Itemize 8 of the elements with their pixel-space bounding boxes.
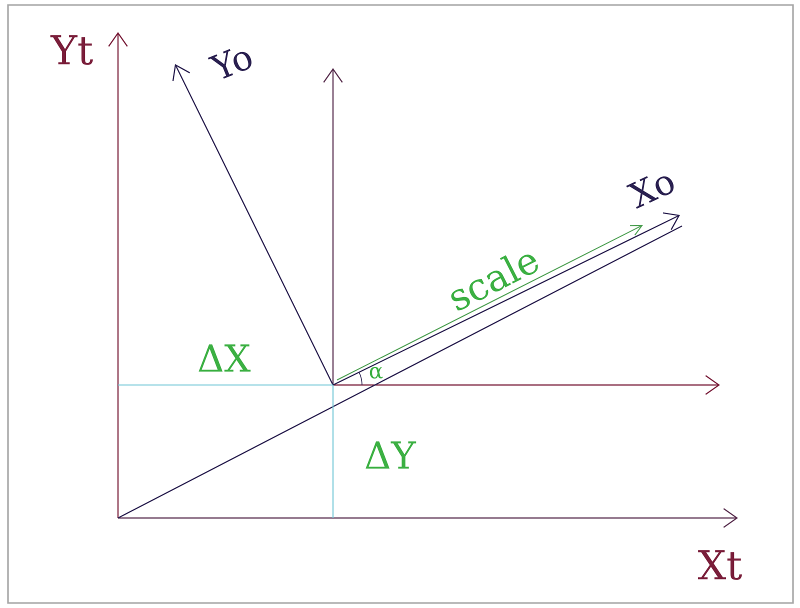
offset-label: ΔX <box>198 344 251 372</box>
angle-label: α <box>370 366 383 379</box>
offset-label: ΔY <box>366 441 416 469</box>
axis-label: Xt <box>698 550 742 580</box>
axis-label: Yt <box>50 35 93 65</box>
axis-label: Yo <box>208 49 252 79</box>
vector-label: scale <box>451 254 538 310</box>
axis-label: Xo <box>626 176 674 209</box>
